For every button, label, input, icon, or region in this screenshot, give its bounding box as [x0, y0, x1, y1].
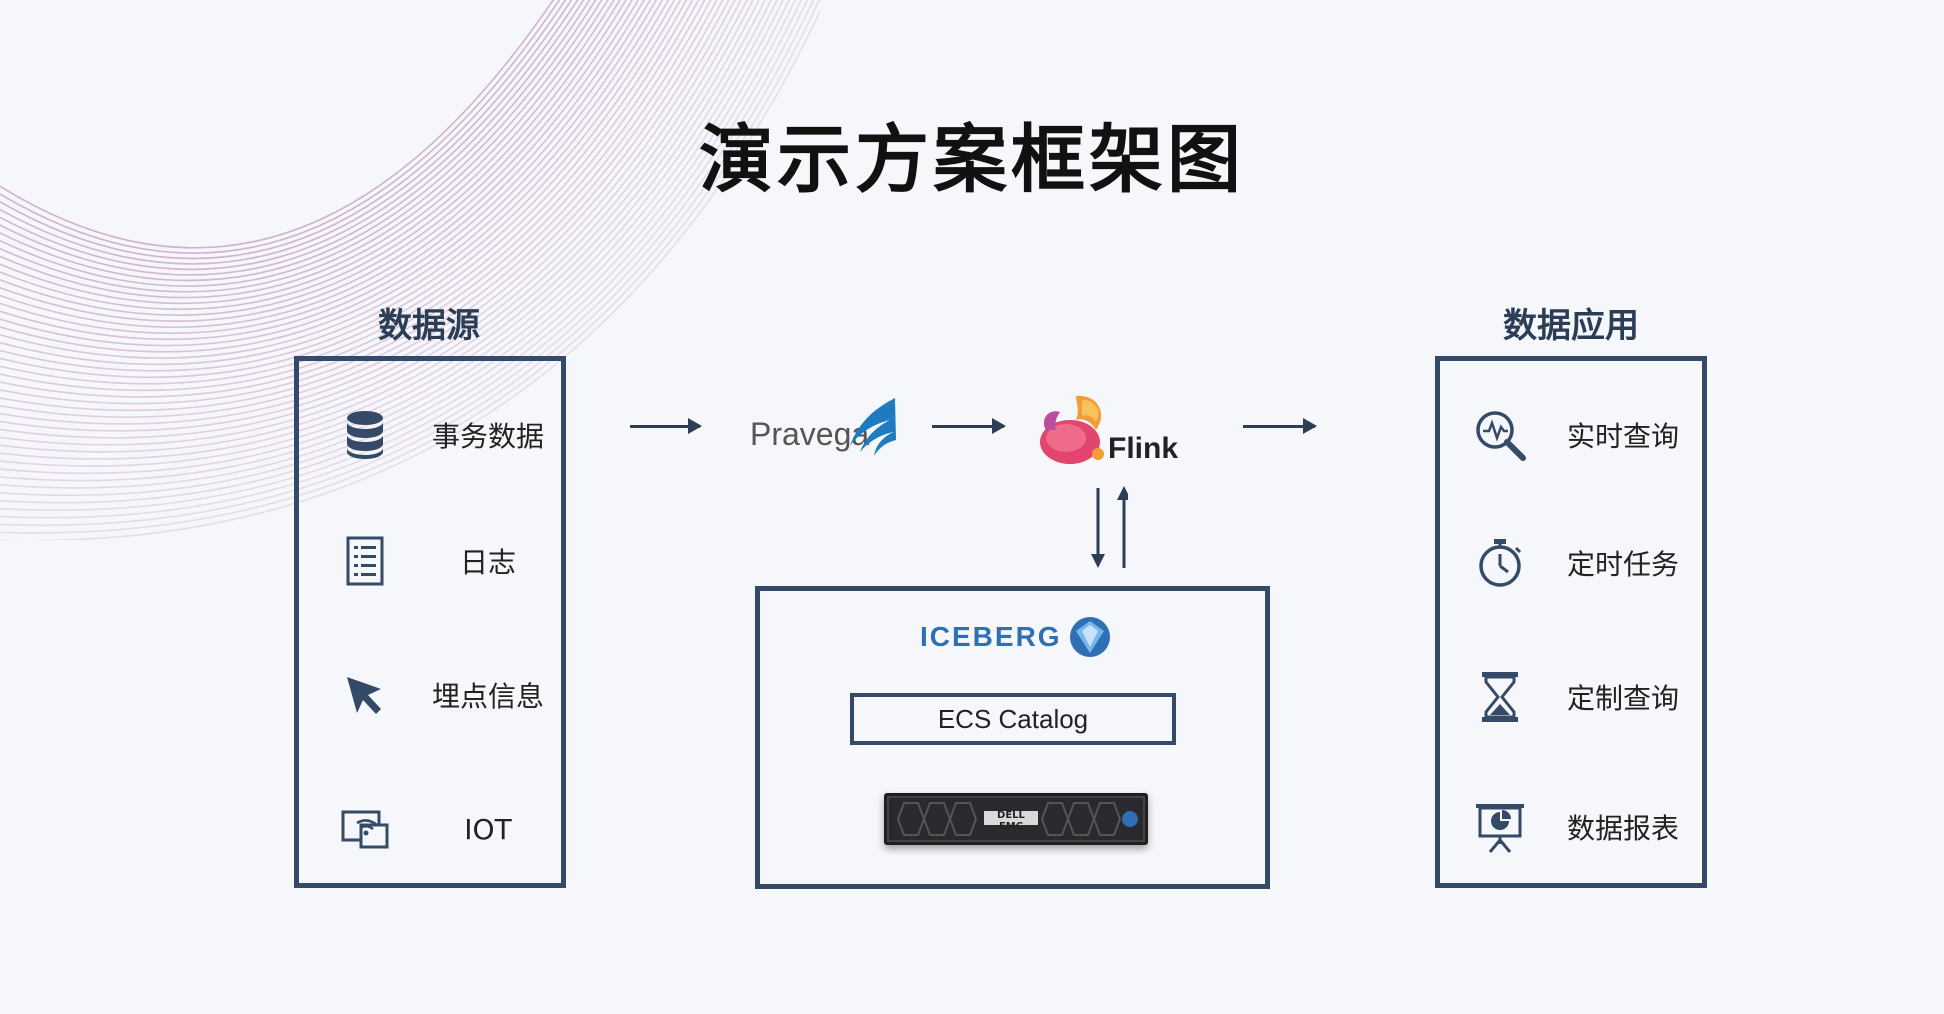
- iceberg-gem-icon: [1070, 617, 1110, 657]
- source-label: 埋点信息: [431, 680, 544, 713]
- source-item-iot: IOT: [337, 801, 563, 857]
- app-label: 定制查询: [1566, 682, 1679, 715]
- flink-wordmark: Flink: [1108, 432, 1179, 465]
- database-icon: [337, 407, 393, 463]
- applications-panel: 实时查询 定时任务 定制查询: [1435, 356, 1707, 888]
- ecs-catalog-box: ECS Catalog: [850, 693, 1176, 745]
- iceberg-wordmark: ICEBERG: [920, 621, 1062, 652]
- arrow-pravega-to-flink: [932, 418, 1006, 434]
- dell-emc-server: DELL EMC: [884, 793, 1148, 845]
- iceberg-logo: ICEBERG: [920, 613, 1120, 661]
- source-item-logs: 日志: [337, 533, 563, 589]
- app-item-realtime-query: 实时查询: [1472, 407, 1698, 463]
- app-item-scheduled-task: 定时任务: [1472, 535, 1698, 591]
- app-label: 定时任务: [1566, 548, 1679, 581]
- source-label: 事务数据: [431, 420, 544, 453]
- server-brand-label: DELL EMC: [997, 810, 1025, 832]
- iot-device-icon: [337, 801, 393, 857]
- app-label: 数据报表: [1566, 812, 1679, 845]
- app-item-data-report: 数据报表: [1472, 799, 1698, 855]
- flink-iceberg-arrows: [1091, 486, 1128, 568]
- server-grille-icon: [887, 796, 1145, 842]
- pravega-wing-icon: [850, 398, 896, 456]
- flink-squirrel-icon: [1040, 395, 1104, 464]
- storage-panel: ICEBERG ECS Catalog DELL EMC: [755, 586, 1270, 889]
- sources-panel: 事务数据 日志 埋点信息: [294, 356, 566, 888]
- source-item-transactions: 事务数据: [337, 407, 563, 463]
- search-analytics-icon: [1472, 407, 1528, 463]
- cursor-pointer-icon: [337, 667, 393, 723]
- decorative-arcs: [0, 0, 820, 540]
- flink-logo: Flink: [1036, 390, 1186, 470]
- stopwatch-icon: [1472, 535, 1528, 591]
- source-item-tracking: 埋点信息: [337, 667, 563, 723]
- sources-heading: 数据源: [378, 306, 480, 346]
- arrow-flink-to-apps: [1243, 418, 1317, 434]
- arrow-sources-to-pravega: [630, 418, 702, 434]
- applications-heading: 数据应用: [1503, 306, 1639, 346]
- page-title: 演示方案框架图: [699, 117, 1245, 203]
- app-label: 实时查询: [1566, 420, 1679, 453]
- app-item-custom-query: 定制查询: [1472, 669, 1698, 725]
- source-label: 日志: [459, 546, 516, 579]
- presentation-chart-icon: [1472, 799, 1528, 855]
- hourglass-icon: [1472, 669, 1528, 725]
- pravega-logo: Pravega: [748, 396, 898, 462]
- list-document-icon: [337, 533, 393, 589]
- source-label: IOT: [464, 812, 512, 846]
- pravega-wordmark: Pravega: [750, 416, 870, 452]
